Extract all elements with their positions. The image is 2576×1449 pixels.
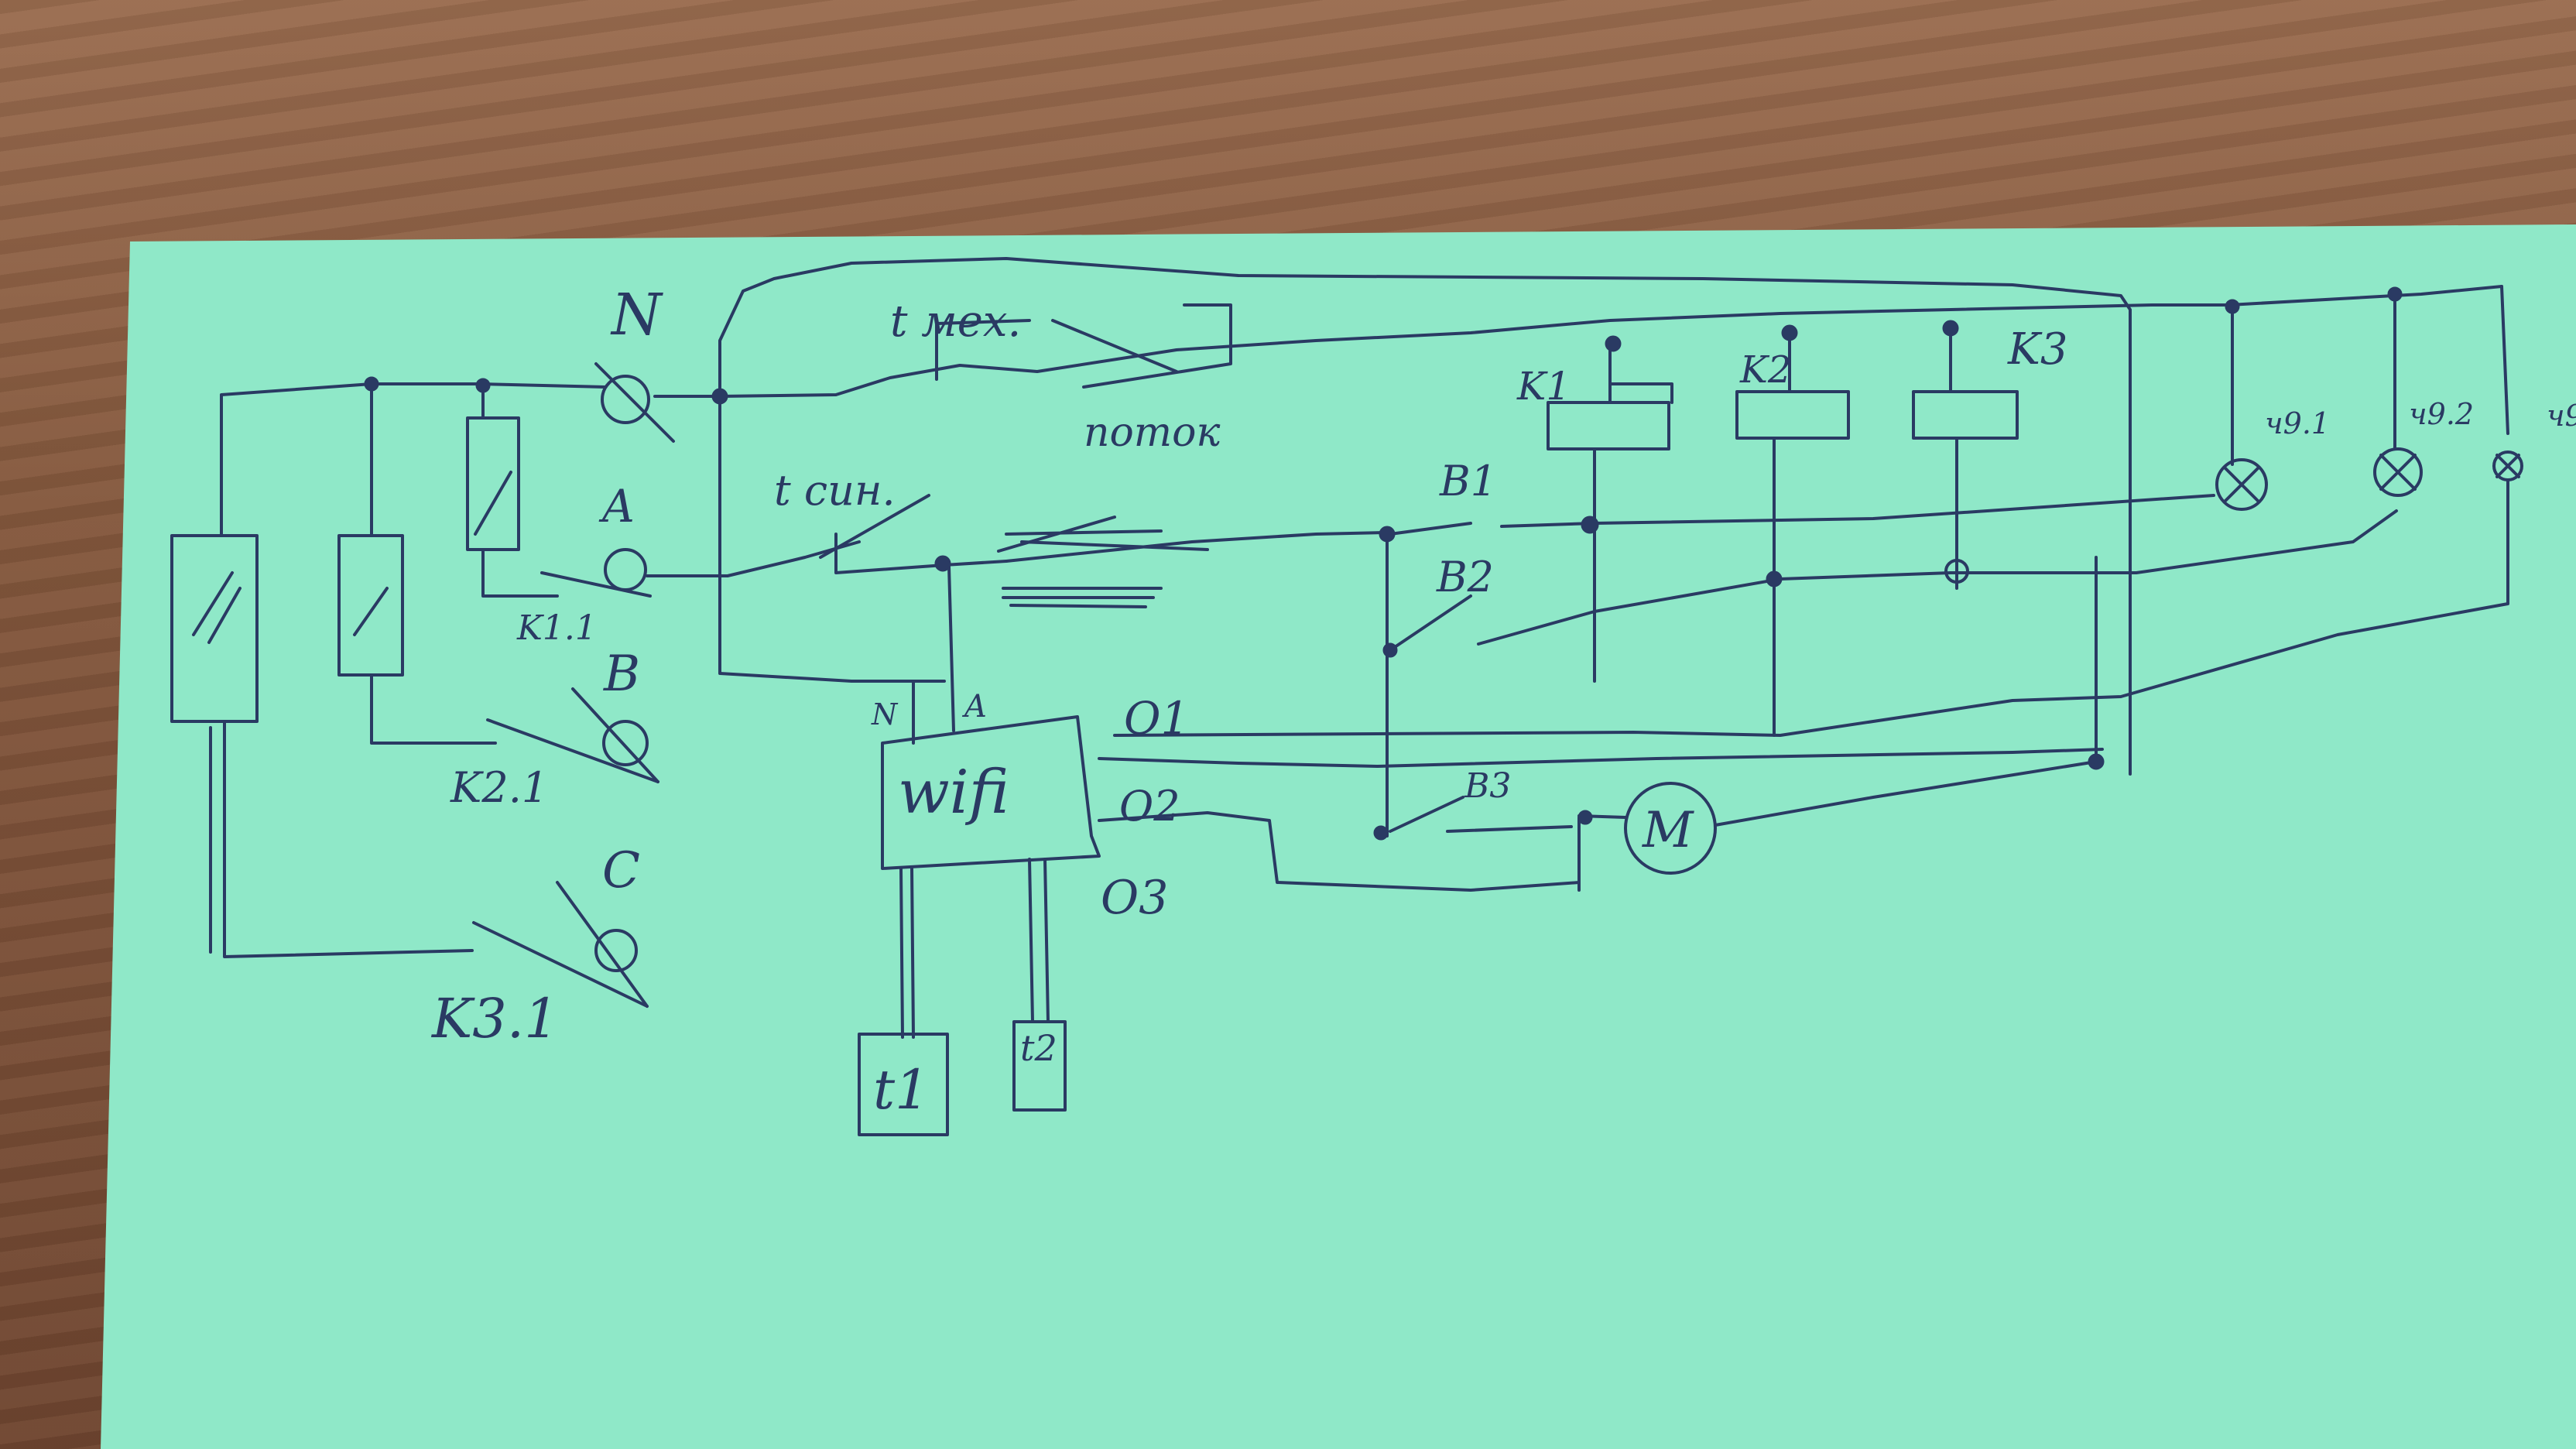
label-k21: K2.1 [450,763,548,812]
label-potok: поток [1084,409,1221,456]
label-t-mex: t мех. [890,296,1021,347]
label-t2: t2 [1020,1027,1057,1069]
phase-terminals: N A B C K1.1 K2.1 K3.1 [430,282,675,1050]
motor: M [1577,556,2098,892]
neutral-bus: t мех. поток [653,257,2503,776]
label-wifi: wifi [898,758,1009,827]
label-b3: B3 [1464,766,1511,806]
label-k3: K3 [2007,324,2067,375]
label-o1: O1 [1124,692,1189,745]
label-k2: K2 [1739,348,1791,392]
b-switches: B1 B2 B3 [1373,457,2398,841]
label-b: B [603,646,640,703]
label-b1: B1 [1439,457,1497,505]
terminal-b [602,720,649,766]
heater-elements [170,416,520,723]
label-n: N [610,282,663,348]
label-c: C [602,842,640,899]
lamp-2 [2373,447,2423,497]
relay-k2 [1735,390,1850,440]
label-o2: O2 [1119,782,1180,831]
paper-sheet [101,224,2576,1449]
label-t-sin: t син. [774,466,896,515]
label-lamp-2: ч9.2 [2409,397,2474,431]
label-b2: B2 [1436,553,1494,601]
label-t1: t1 [873,1058,930,1122]
terminal-c [594,929,638,972]
phase-a-line: t син. [646,466,1387,608]
heater-1 [170,534,259,723]
motor-circle [1624,782,1717,875]
label-k1: K1 [1516,364,1571,409]
label-wifi-a: A [961,689,987,724]
label-lamp-1: ч9.1 [2265,406,2330,440]
label-k31: K3.1 [430,987,559,1050]
label-wifi-n: N [871,697,899,731]
heater-3 [466,416,520,551]
indicator-lamps: ч9.1 ч9.2 ч9 [1113,285,2576,737]
sensor-t2 [1012,1020,1067,1112]
label-k11: K1.1 [516,608,597,648]
left-wiring [209,376,607,958]
lamp-1 [2215,458,2268,511]
relay-k3 [1912,390,2019,440]
label-a: A [598,480,635,533]
label-motor: M [1642,802,1694,859]
relay-coils: K1 K2 K3 [1516,320,2067,737]
sensor-t1 [858,1033,949,1136]
label-o3: O3 [1101,871,1168,925]
terminal-n [601,375,650,424]
label-lamp-3: ч9 [2547,399,2576,433]
wifi-module: wifi N A O1 O2 O3 t1 t2 [858,565,2105,1136]
